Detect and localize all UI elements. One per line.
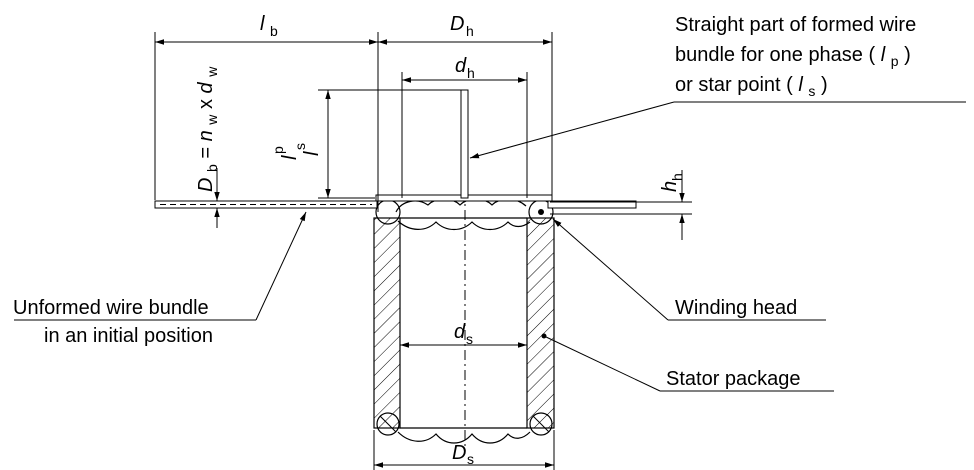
dimension-Ds-label: D s xyxy=(452,442,474,467)
callout-winding-head: Winding head xyxy=(552,218,826,321)
callout-unformed: Unformed wire bundle in an initial posit… xyxy=(13,211,307,347)
ls-sub: s xyxy=(292,143,308,150)
winding-head-label: Winding head xyxy=(675,297,797,319)
dimension-lp-ls xyxy=(318,89,462,199)
svg-text:D b = n: D b = n w x d w xyxy=(195,66,222,192)
lp-sub: p xyxy=(270,146,286,154)
lb-sub: b xyxy=(270,23,278,39)
straight-part-line2-a: bundle for one phase ( xyxy=(675,44,875,66)
Db-n-sub: w xyxy=(204,114,220,126)
unformed-bundle xyxy=(154,200,378,209)
dimension-hh xyxy=(550,170,692,240)
Dh-sub: h xyxy=(466,23,474,39)
dimension-dh xyxy=(401,72,528,198)
Db-eq: = xyxy=(195,141,217,158)
hh-main: h xyxy=(659,181,681,192)
ds-sub: s xyxy=(466,331,473,347)
dh-main: d xyxy=(455,55,467,77)
hh-sub: h xyxy=(669,173,685,181)
straight-part-line2-sub: p xyxy=(891,53,899,69)
formed-bundle xyxy=(460,89,637,209)
dimension-dh-label: d h xyxy=(455,55,475,81)
hh-label: h h xyxy=(659,173,685,192)
straight-part-line2-var: l xyxy=(881,44,886,66)
Db-formula: D b = n w x d w xyxy=(195,66,222,192)
callout-stator-package: Stator package xyxy=(541,333,834,392)
straight-part-line3-b: ) xyxy=(821,74,828,96)
Ds-sub: s xyxy=(467,451,474,467)
dimension-lb xyxy=(154,32,379,212)
stator-package-shape xyxy=(373,217,555,429)
Db-n: n xyxy=(195,130,217,141)
ls-label: l s xyxy=(292,143,323,156)
Db-d-sub: w xyxy=(204,66,220,78)
unformed-line2: in an initial position xyxy=(44,325,213,347)
lb-main: l xyxy=(260,13,265,35)
winding-head-bottom xyxy=(376,412,553,444)
ds-main: d xyxy=(454,321,466,343)
straight-part-line2-b: ) xyxy=(904,44,911,66)
Db-d: d xyxy=(195,81,217,93)
lp-label: l p xyxy=(270,146,301,160)
stator-package-label: Stator package xyxy=(666,368,801,390)
ls-main: l xyxy=(301,151,323,156)
straight-part-line3-var: l xyxy=(798,74,803,96)
Db-x: x xyxy=(195,93,217,109)
dimension-ds-label: d s xyxy=(454,321,473,347)
svg-text:or star point ( l: or star point ( l s ) xyxy=(675,74,828,101)
straight-part-line3-a: or star point ( xyxy=(675,74,793,96)
unformed-line1: Unformed wire bundle xyxy=(13,297,209,319)
dimension-Dh xyxy=(378,32,553,200)
Db-D: D xyxy=(195,178,217,192)
callout-straight-part: Straight part of formed wire bundle for … xyxy=(469,14,966,159)
Ds-main: D xyxy=(452,442,466,464)
straight-part-line1: Straight part of formed wire xyxy=(675,14,916,36)
dimension-Dh-label: D h xyxy=(450,13,474,39)
svg-text:bundle for one phase ( l: bundle for one phase ( l p ) xyxy=(675,44,911,71)
dimension-lb-label: l b xyxy=(260,13,278,39)
straight-part-line3-sub: s xyxy=(808,83,815,99)
Dh-main: D xyxy=(450,13,464,35)
dh-sub: h xyxy=(467,65,475,81)
Db-sub: b xyxy=(204,164,220,172)
lp-main: l xyxy=(279,155,301,160)
dimension-Ds xyxy=(373,430,555,470)
